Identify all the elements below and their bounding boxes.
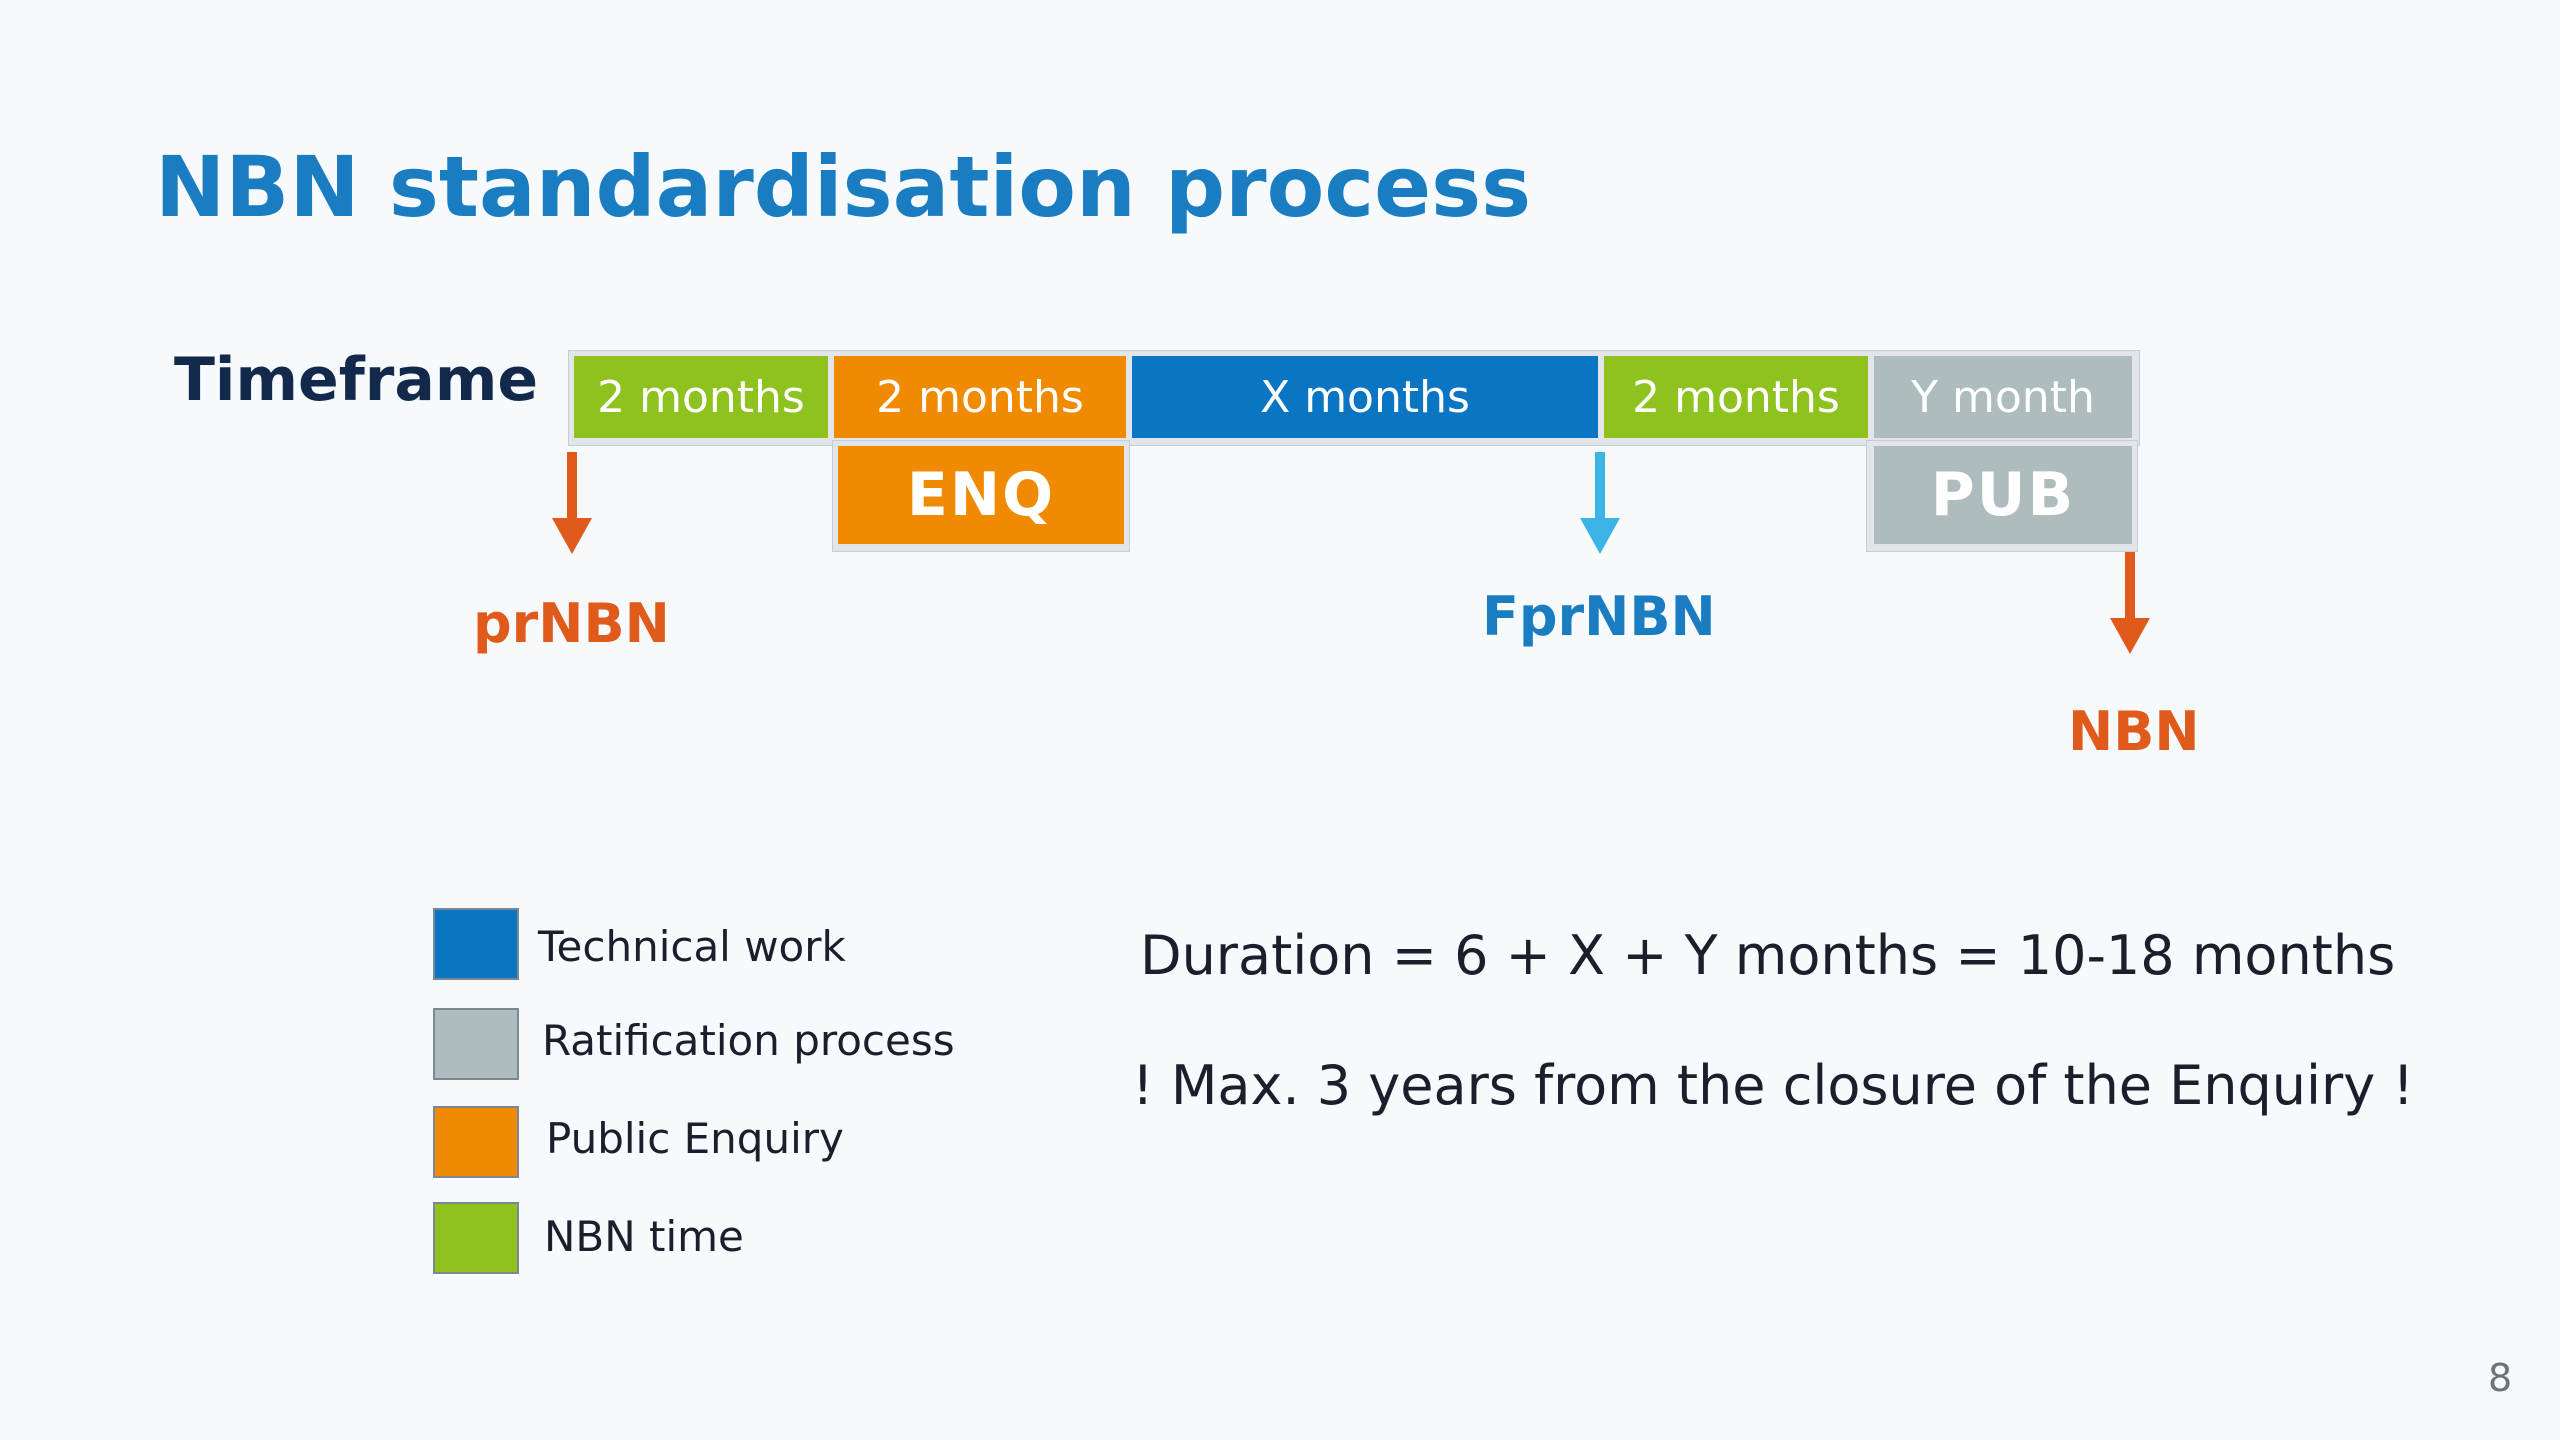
slide-title: NBN standardisation process	[155, 138, 1532, 236]
timeline-segment-nbn-time-1: 2 months	[574, 356, 828, 438]
marker-prnbn: prNBN	[473, 592, 670, 655]
down-arrow-icon	[2110, 552, 2150, 654]
enq-box: ENQ	[838, 446, 1124, 544]
duration-note: Duration = 6 + X + Y months = 10-18 mont…	[1140, 924, 2396, 987]
down-arrow-icon	[1580, 452, 1620, 554]
legend-label-public-enquiry: Public Enquiry	[546, 1114, 844, 1163]
timeline-segment-ratification: Y month	[1874, 356, 2132, 438]
page-number: 8	[2488, 1356, 2513, 1400]
legend-swatch-public-enquiry	[433, 1106, 519, 1178]
timeline-segment-technical-work: X months	[1132, 356, 1598, 438]
legend-swatch-nbn-time	[433, 1202, 519, 1274]
legend-label-nbn-time: NBN time	[544, 1212, 744, 1261]
timeline-segment-public-enquiry: 2 months	[834, 356, 1126, 438]
max-years-note: ! Max. 3 years from the closure of the E…	[1132, 1054, 2414, 1117]
marker-nbn: NBN	[2068, 700, 2200, 763]
pub-box: PUB	[1874, 446, 2132, 544]
timeframe-label: Timeframe	[174, 345, 539, 415]
marker-fprnbn: FprNBN	[1482, 585, 1716, 648]
legend-label-ratification: Ratification process	[542, 1016, 955, 1065]
legend-swatch-technical-work	[433, 908, 519, 980]
legend-label-technical-work: Technical work	[538, 922, 846, 971]
timeline-segment-nbn-time-2: 2 months	[1604, 356, 1868, 438]
down-arrow-icon	[552, 452, 592, 554]
legend-swatch-ratification	[433, 1008, 519, 1080]
